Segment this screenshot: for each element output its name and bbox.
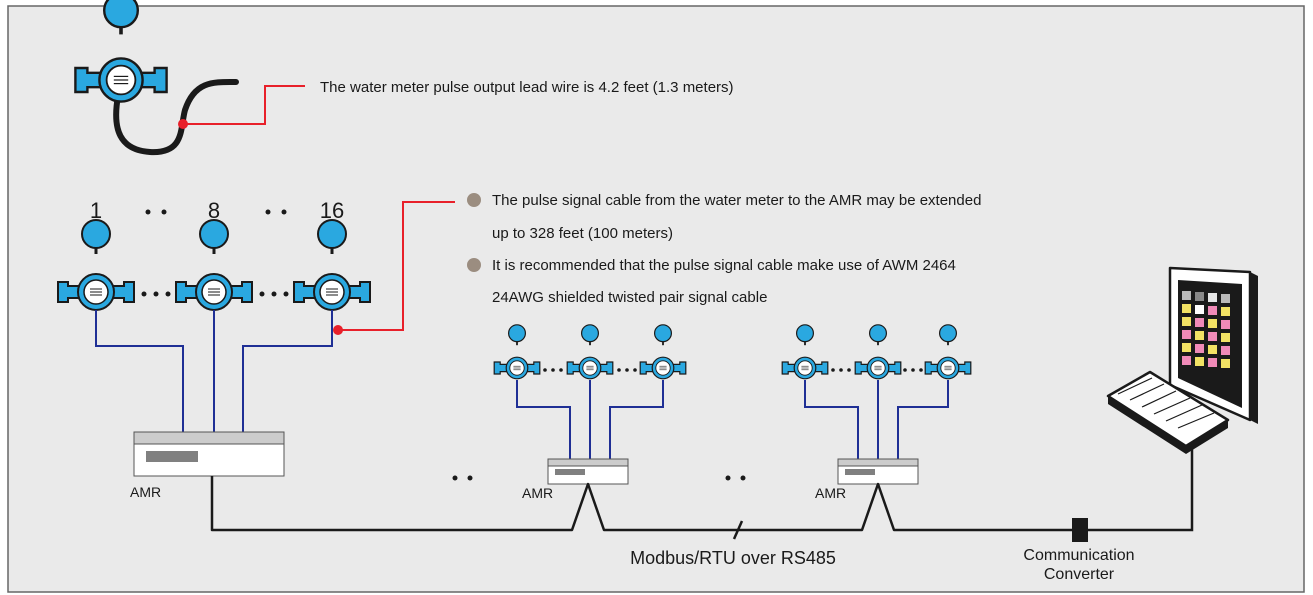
amr-label: AMR xyxy=(130,484,161,500)
note-2: It is recommended that the pulse signal … xyxy=(467,257,956,306)
ellipsis-dots xyxy=(543,368,637,372)
communication-converter xyxy=(1072,518,1088,542)
svg-text:24AWG shielded twisted pair si: 24AWG shielded twisted pair signal cable xyxy=(492,289,767,306)
signal-cable xyxy=(95,310,333,432)
converter-label-line2: Converter xyxy=(1044,566,1115,583)
amr-unit xyxy=(133,431,285,477)
svg-text:up to 328 feet (100 meters): up to 328 feet (100 meters) xyxy=(492,225,673,242)
amr-label: AMR xyxy=(815,485,846,501)
pulse-lead-wire xyxy=(113,78,239,156)
ellipsis-dots xyxy=(831,368,923,372)
converter-cable xyxy=(1088,448,1194,532)
meter-index-last: 16 xyxy=(320,198,344,223)
meter-index-first: 1 xyxy=(90,198,102,223)
bus-label: Modbus/RTU over RS485 xyxy=(630,548,836,568)
lead-wire-note: The water meter pulse output lead wire i… xyxy=(320,79,734,96)
ellipsis-dots xyxy=(145,209,287,215)
amr-label: AMR xyxy=(522,485,553,501)
rs485-bus xyxy=(210,476,1072,540)
amr-unit xyxy=(547,458,629,485)
converter-label-line1: Communication xyxy=(1023,547,1134,564)
ellipsis-dots xyxy=(452,475,746,481)
signal-cable xyxy=(804,380,949,459)
computer-icon xyxy=(1106,266,1258,454)
lead-wire-callout xyxy=(178,85,305,129)
svg-text:It is recommended that the pul: It is recommended that the pulse signal … xyxy=(492,257,956,274)
extension-callout xyxy=(333,201,455,335)
screen-tiles xyxy=(1182,291,1230,368)
meter-index-middle: 8 xyxy=(208,198,220,223)
ellipsis-dots xyxy=(141,291,289,297)
note-1: The pulse signal cable from the water me… xyxy=(467,192,981,242)
svg-text:The pulse signal cable from th: The pulse signal cable from the water me… xyxy=(492,192,981,209)
amr-unit xyxy=(837,458,919,485)
signal-cable xyxy=(516,380,664,459)
